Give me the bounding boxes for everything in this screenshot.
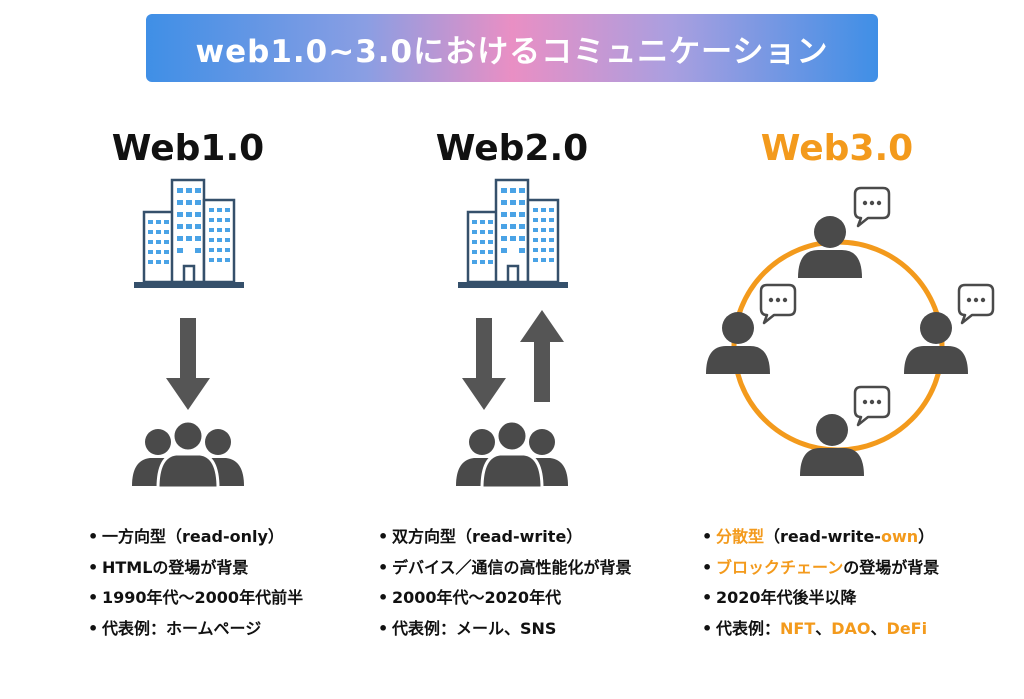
highlight-text: 分散型 — [716, 527, 765, 546]
web2-building-icon — [456, 178, 570, 290]
web2-title: Web2.0 — [435, 128, 589, 169]
web3-title: Web3.0 — [760, 128, 914, 169]
web2-arrow-down-icon — [462, 318, 506, 410]
web3-user-left-icon — [706, 312, 770, 374]
list-item: ブロックチェーンの登場が背景 — [702, 553, 939, 584]
list-item: 代表例：NFT、DAO、DeFi — [702, 614, 939, 645]
highlight-text: own — [880, 527, 919, 546]
web2-users-group-icon — [454, 419, 570, 490]
web3-bullet-list: 分散型（read-write-own） ブロックチェーンの登場が背景 2020年… — [702, 522, 939, 644]
bullet-text: （read-write- — [764, 527, 881, 546]
web3-user-right-icon — [904, 312, 968, 374]
list-item: デバイス／通信の高性能化が背景 — [378, 553, 632, 584]
banner-title: web1.0~3.0におけるコミュニケーション — [195, 33, 829, 70]
web1-title: Web1.0 — [111, 128, 265, 169]
web3-speech-bubble-icon — [853, 186, 891, 228]
highlight-text: DAO — [831, 618, 871, 638]
title-banner: web1.0~3.0におけるコミュニケーション — [146, 14, 878, 82]
list-item: 1990年代〜2000年代前半 — [88, 583, 303, 614]
web3-speech-bubble-icon — [759, 283, 797, 325]
list-item: 一方向型（read-only） — [88, 522, 303, 553]
list-item: 双方向型（read-write） — [378, 522, 632, 553]
bullet-text: 、 — [815, 618, 832, 638]
web1-bullet-list: 一方向型（read-only） HTMLの登場が背景 1990年代〜2000年代… — [88, 522, 303, 644]
list-item: 代表例：メール、SNS — [378, 614, 632, 645]
list-item: 2020年代後半以降 — [702, 583, 939, 614]
web2-arrow-up-icon — [520, 310, 564, 402]
highlight-text: ブロックチェーン — [716, 557, 844, 577]
web1-arrow-down-icon — [166, 318, 210, 410]
highlight-text: NFT — [780, 618, 816, 638]
highlight-text: DeFi — [886, 618, 928, 638]
list-item: 代表例：ホームページ — [88, 614, 303, 645]
web3-speech-bubble-icon — [853, 385, 891, 427]
web1-users-group-icon — [130, 419, 246, 490]
bullet-text: ） — [918, 527, 935, 546]
web2-bullet-list: 双方向型（read-write） デバイス／通信の高性能化が背景 2000年代〜… — [378, 522, 632, 644]
bullet-text: 代表例： — [716, 618, 781, 638]
list-item: 分散型（read-write-own） — [702, 522, 939, 553]
bullet-text: 、 — [870, 618, 887, 638]
list-item: HTMLの登場が背景 — [88, 553, 303, 584]
bullet-text: の登場が背景 — [843, 557, 940, 577]
web1-building-icon — [132, 178, 246, 290]
list-item: 2000年代〜2020年代 — [378, 583, 632, 614]
web3-speech-bubble-icon — [957, 283, 995, 325]
